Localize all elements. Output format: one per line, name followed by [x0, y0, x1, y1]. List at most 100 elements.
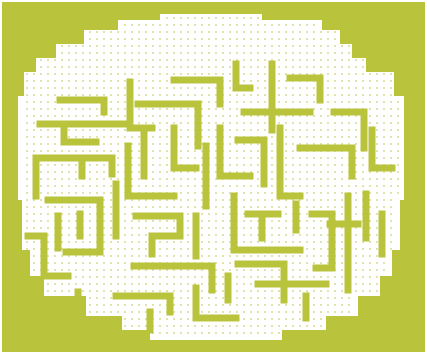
- floor-dot: [117, 290, 119, 292]
- floor-dot: [61, 150, 63, 152]
- floor-dot: [159, 325, 161, 327]
- floor-dot: [334, 122, 336, 124]
- floor-dot: [40, 143, 42, 145]
- floor-dot: [180, 87, 182, 89]
- floor-dot: [299, 234, 301, 236]
- floor-dot: [250, 73, 252, 75]
- floor-dot: [390, 101, 392, 103]
- floor-dot: [306, 52, 308, 54]
- floor-dot: [166, 318, 168, 320]
- floor-dot: [103, 304, 105, 306]
- floor-dot: [355, 185, 357, 187]
- floor-dot: [131, 255, 133, 257]
- floor-dot: [390, 241, 392, 243]
- floor-dot: [327, 311, 329, 313]
- floor-dot: [187, 318, 189, 320]
- floor-dot: [131, 73, 133, 75]
- floor-dot: [131, 52, 133, 54]
- floor-dot: [33, 227, 35, 229]
- floor-dot: [187, 185, 189, 187]
- floor-dot: [145, 248, 147, 250]
- floor-dot: [257, 192, 259, 194]
- floor-dot: [124, 52, 126, 54]
- floor-dot: [26, 227, 28, 229]
- floor-dot: [138, 290, 140, 292]
- floor-dot: [61, 262, 63, 264]
- floor-dot: [397, 101, 399, 103]
- floor-dot: [250, 234, 252, 236]
- floor-dot: [327, 80, 329, 82]
- floor-dot: [124, 311, 126, 313]
- floor-dot: [320, 38, 322, 40]
- floor-dot: [236, 129, 238, 131]
- floor-dot: [278, 332, 280, 334]
- floor-dot: [313, 136, 315, 138]
- floor-dot: [194, 24, 196, 26]
- floor-dot: [376, 87, 378, 89]
- floor-dot: [250, 52, 252, 54]
- floor-dot: [47, 206, 49, 208]
- floor-dot: [152, 290, 154, 292]
- floor-dot: [320, 59, 322, 61]
- floor-dot: [348, 87, 350, 89]
- floor-dot: [124, 38, 126, 40]
- floor-dot: [166, 206, 168, 208]
- floor-dot: [96, 87, 98, 89]
- floor-dot: [159, 122, 161, 124]
- floor-dot: [327, 31, 329, 33]
- floor-dot: [334, 94, 336, 96]
- floor-dot: [173, 115, 175, 117]
- floor-dot: [341, 283, 343, 285]
- floor-dot: [117, 143, 119, 145]
- floor-dot: [271, 143, 273, 145]
- floor-dot: [376, 115, 378, 117]
- floor-dot: [54, 269, 56, 271]
- floor-dot: [82, 108, 84, 110]
- floor-dot: [187, 115, 189, 117]
- floor-dot: [180, 24, 182, 26]
- floor-dot: [355, 255, 357, 257]
- floor-dot: [355, 101, 357, 103]
- floor-dot: [47, 290, 49, 292]
- floor-dot: [75, 241, 77, 243]
- floor-dot: [215, 220, 217, 222]
- floor-dot: [243, 297, 245, 299]
- floor-dot: [201, 234, 203, 236]
- floor-dot: [376, 199, 378, 201]
- floor-dot: [152, 94, 154, 96]
- floor-dot: [341, 311, 343, 313]
- floor-dot: [229, 164, 231, 166]
- floor-dot: [243, 80, 245, 82]
- floor-dot: [369, 115, 371, 117]
- floor-dot: [110, 136, 112, 138]
- floor-dot: [208, 101, 210, 103]
- floor-dot: [96, 276, 98, 278]
- floor-dot: [187, 45, 189, 47]
- floor-dot: [187, 122, 189, 124]
- floor-dot: [313, 178, 315, 180]
- floor-dot: [215, 199, 217, 201]
- floor-dot: [117, 164, 119, 166]
- floor-dot: [110, 234, 112, 236]
- floor-dot: [299, 255, 301, 257]
- floor-dot: [215, 24, 217, 26]
- floor-dot: [173, 45, 175, 47]
- floor-dot: [362, 80, 364, 82]
- floor-dot: [61, 185, 63, 187]
- floor-dot: [68, 150, 70, 152]
- floor-dot: [222, 304, 224, 306]
- floor-dot: [33, 101, 35, 103]
- floor-dot: [54, 66, 56, 68]
- floor-dot: [131, 304, 133, 306]
- floor-dot: [264, 122, 266, 124]
- floor-dot: [229, 80, 231, 82]
- floor-dot: [229, 101, 231, 103]
- floor-dot: [47, 87, 49, 89]
- floor-dot: [369, 269, 371, 271]
- floor-dot: [313, 318, 315, 320]
- floor-dot: [166, 24, 168, 26]
- floor-dot: [138, 136, 140, 138]
- floor-dot: [96, 290, 98, 292]
- floor-dot: [243, 227, 245, 229]
- floor-dot: [166, 248, 168, 250]
